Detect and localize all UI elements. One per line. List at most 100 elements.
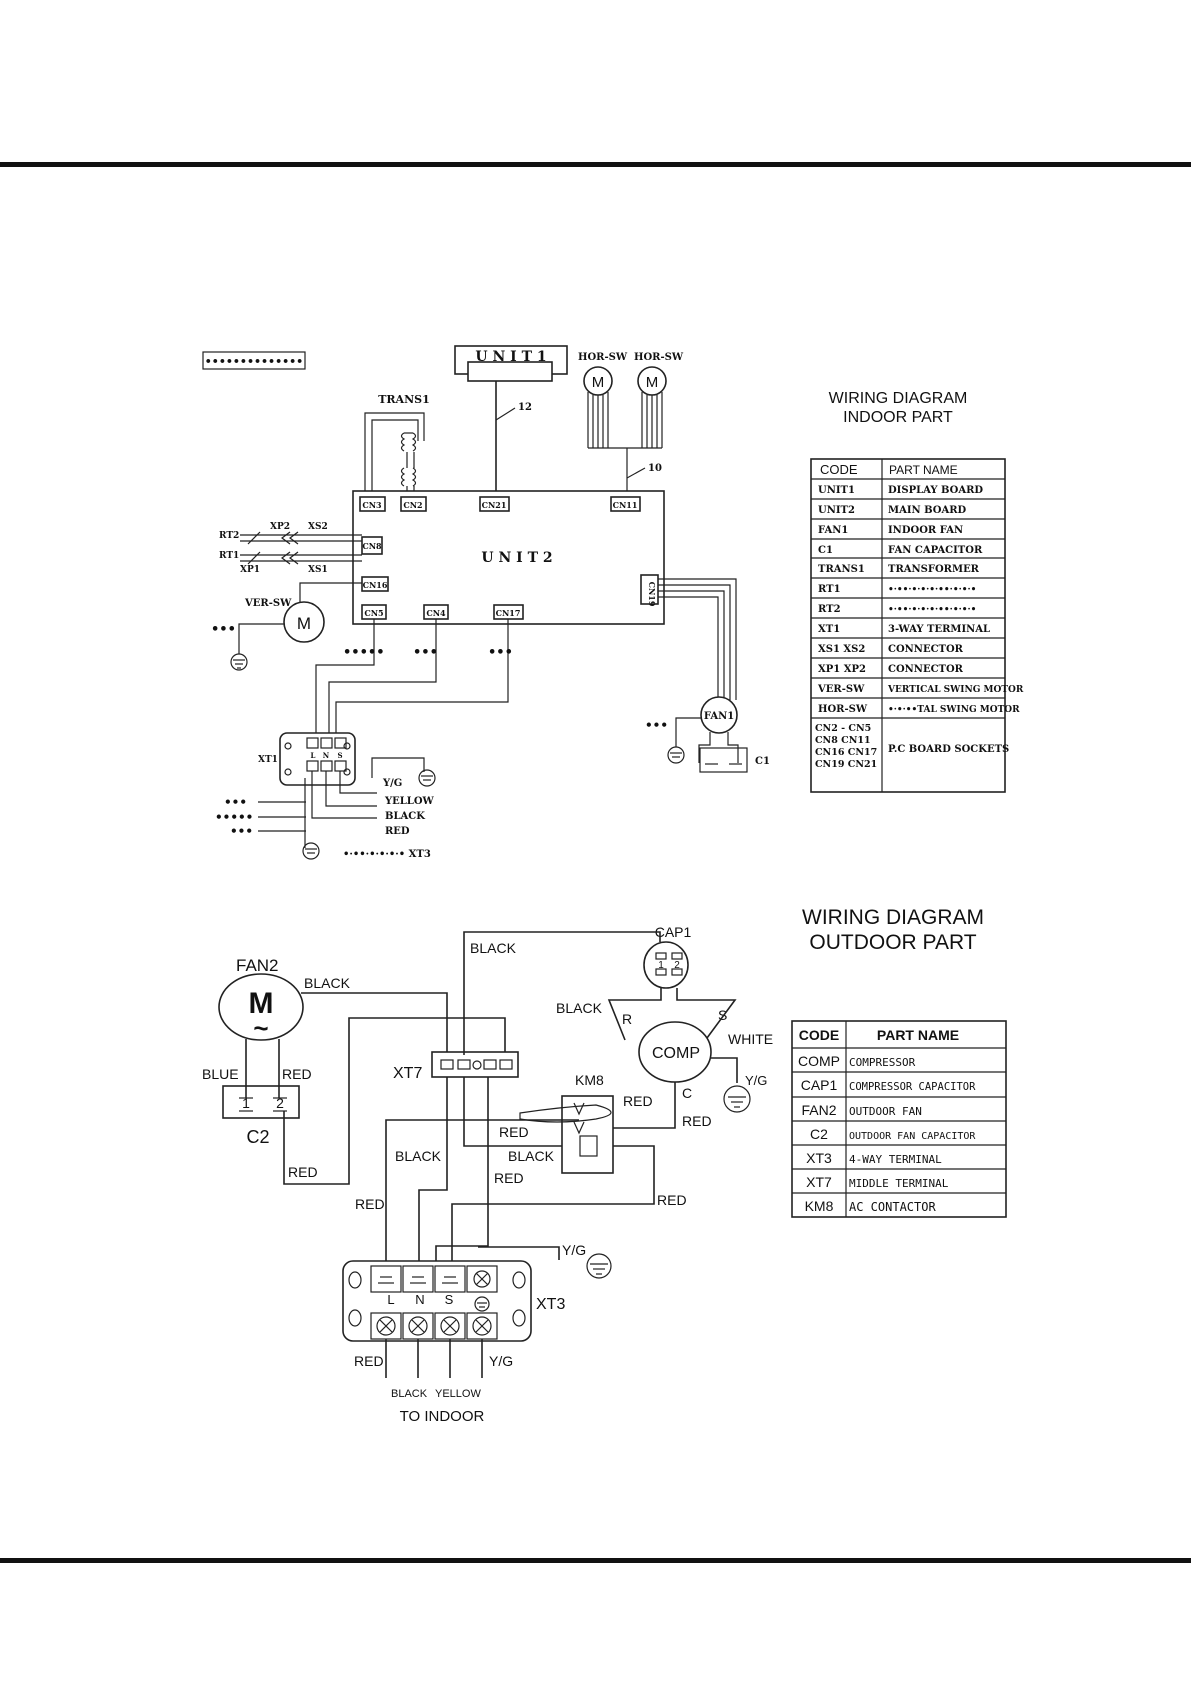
to-indoor-label: TO INDOOR [400, 1408, 485, 1425]
xt3-term-l: L [387, 1292, 394, 1307]
xt3-label: XT3 [536, 1296, 565, 1313]
indoor-row-name: TRANSFORMER [888, 564, 980, 575]
black-label-cap1: BLACK [556, 1000, 603, 1016]
fan2-wires [245, 992, 506, 1185]
red-label-indoor: RED [354, 1353, 384, 1369]
km8-label: KM8 [575, 1072, 604, 1088]
indoor-row-code: VER-SW [817, 684, 865, 695]
indoor-row-code: RT1 [818, 584, 841, 595]
indoor-row-name: P.C BOARD SOCKETS [888, 744, 1009, 755]
trans1-symbol [364, 412, 425, 497]
ver-sw-m: M [297, 614, 311, 633]
outdoor-row-name: 4-WAY TERMINAL [849, 1153, 942, 1166]
hor-sw-wires [587, 392, 663, 497]
indoor-table-col-code: CODE [820, 462, 858, 477]
indoor-parts-table [810, 458, 1006, 793]
svg-text:CN16: CN16 [363, 580, 388, 590]
indoor-row-name: 3-WAY TERMINAL [888, 624, 990, 635]
fan2-motor [218, 973, 304, 1041]
indoor-row-name: CONNECTOR [888, 644, 964, 655]
indoor-row-code: CN16 CN17 [815, 747, 877, 758]
xt1-label: XT1 [258, 755, 278, 765]
red-label-km8-c: RED [499, 1124, 529, 1140]
cap1-term-2: 2 [674, 960, 680, 971]
outdoor-diagram: WIRING DIAGRAM OUTDOOR PART FAN2 M ~ 1 2… [202, 906, 1007, 1425]
black-label-xt3: BLACK [395, 1148, 442, 1164]
indoor-row-code: XP1 XP2 [818, 664, 866, 675]
indoor-row-name: •·•·••TAL SWING MOTOR [888, 705, 1020, 715]
indoor-row-code: UNIT2 [818, 505, 855, 516]
cn19-socket [640, 574, 659, 605]
ground-comp [723, 1085, 751, 1113]
svg-text:•••: ••• [488, 645, 513, 660]
svg-text:•••: ••• [230, 824, 253, 838]
rt1-label: RT1 [219, 551, 239, 561]
svg-text:BLACK: BLACK [385, 811, 425, 822]
indoor-row-name: •·••·•·•·•·••·•·•·• [888, 605, 976, 615]
svg-text:CN19: CN19 [647, 582, 657, 607]
wire12-label: 12 [518, 402, 532, 413]
svg-text:•••••: ••••• [215, 810, 253, 824]
dotted-tag-text: •••••••••••••• [205, 355, 303, 368]
top-rule [0, 162, 1191, 167]
hor-sw-a-label: HOR-SW [578, 352, 628, 363]
svg-text:CN17: CN17 [496, 608, 521, 618]
unit1-label: U N I T 1 [475, 349, 546, 365]
c-label: C [682, 1085, 692, 1101]
cn11-socket [610, 496, 641, 512]
indoor-row-code: CN2 - CN5 [815, 723, 871, 734]
cn8-socket [361, 536, 383, 555]
outdoor-row-code: XT7 [806, 1174, 832, 1190]
unit1-socket [467, 361, 553, 382]
indoor-row-code: HOR-SW [818, 704, 868, 715]
indoor-title-line2: INDOOR PART [843, 409, 953, 426]
xt7-terminal [431, 1051, 519, 1078]
indoor-row-code: TRANS1 [818, 564, 865, 575]
xs2-label: XS2 [308, 522, 328, 532]
svg-text:YELLOW: YELLOW [384, 796, 435, 807]
outdoor-row-name: OUTDOOR FAN CAPACITOR [849, 1131, 976, 1142]
indoor-row-code: UNIT1 [818, 485, 855, 496]
svg-text:•••: ••• [211, 622, 236, 637]
fan1-motor [700, 696, 738, 734]
cn16-socket [361, 576, 389, 592]
outdoor-title-line2: OUTDOOR PART [809, 931, 976, 954]
black-label-xt7: BLACK [470, 940, 517, 956]
svg-text:•·••·•·•·•·• XT3: •·••·•·•·•·• XT3 [343, 849, 431, 860]
unit2-label: U N I T 2 [481, 550, 552, 566]
red-label-xt3-s: RED [657, 1192, 687, 1208]
white-label: WHITE [728, 1031, 773, 1047]
xt1-terminal [279, 732, 356, 786]
xp1-label: XP1 [240, 565, 260, 575]
indoor-row-code: XT1 [818, 624, 840, 635]
indoor-row-name: CONNECTOR [888, 664, 964, 675]
indoor-row-code: C1 [818, 545, 833, 556]
fan1-label: FAN1 [704, 711, 734, 722]
xs1-label: XS1 [308, 565, 328, 575]
xt3-term-s: S [445, 1292, 454, 1307]
ground-xt1 [302, 769, 436, 860]
outdoor-table-col-name: PART NAME [877, 1027, 959, 1043]
dotted-tag-box [202, 351, 306, 370]
svg-text:CN3: CN3 [362, 500, 382, 510]
indoor-row-name: FAN CAPACITOR [888, 545, 983, 556]
red-label-km8-a: RED [623, 1093, 653, 1109]
svg-text:•••••: ••••• [343, 645, 385, 660]
indoor-table-col-name: PART NAME [889, 463, 958, 477]
yg-label-comp: Y/G [745, 1073, 767, 1088]
indoor-row-code: FAN1 [818, 525, 848, 536]
svg-text:CN5: CN5 [364, 608, 383, 618]
svg-text:CN11: CN11 [613, 500, 638, 510]
c1-capacitor [667, 717, 748, 773]
indoor-row-name: INDOOR FAN [888, 525, 963, 536]
yellow-label-indoor: YELLOW [435, 1388, 481, 1400]
ground-xt3 [586, 1253, 612, 1279]
svg-text:CN2: CN2 [403, 500, 422, 510]
sensor-wires [240, 531, 362, 565]
svg-text:S: S [337, 751, 342, 760]
indoor-row-name: DISPLAY BOARD [888, 485, 983, 496]
indoor-row-name: MAIN BOARD [888, 505, 967, 516]
yg-label-xt3: Y/G [562, 1242, 586, 1258]
xt7-label: XT7 [393, 1065, 422, 1082]
